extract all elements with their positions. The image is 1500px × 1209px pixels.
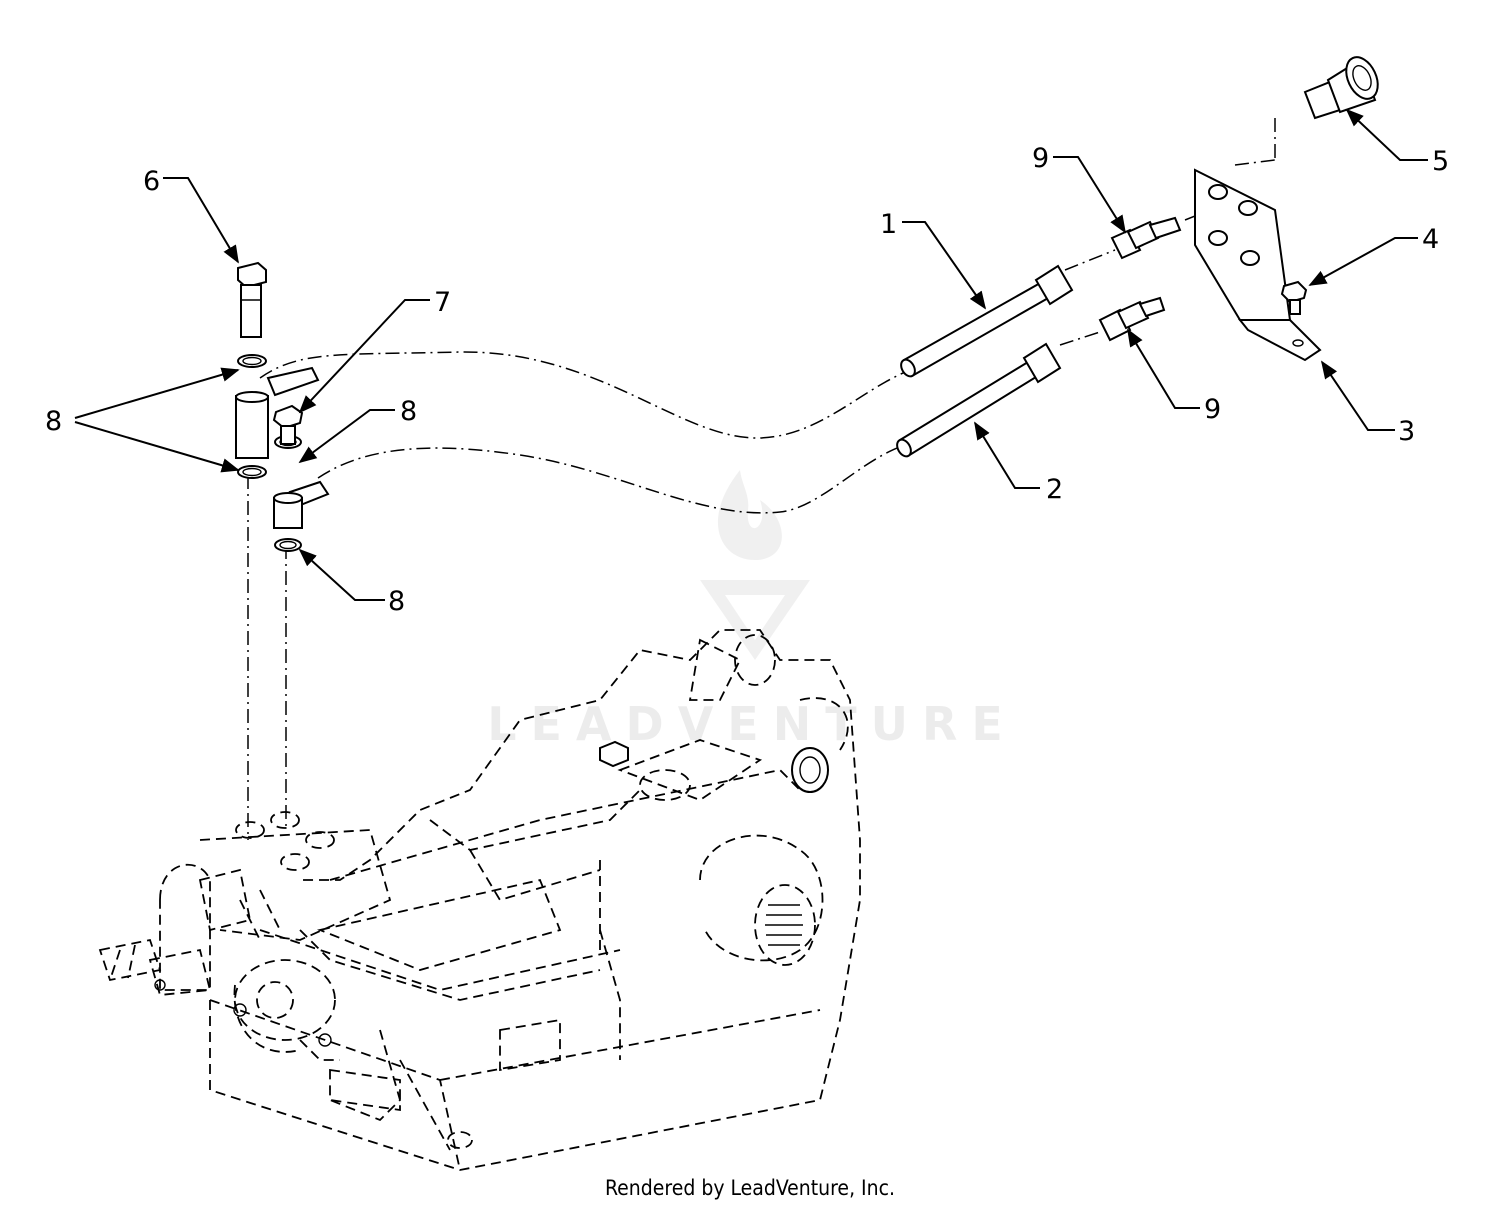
watermark-v-icon: [700, 580, 810, 660]
callout-labels: 6 7 8 8 8 1 2 9 9 5 4 3: [45, 143, 1449, 617]
callout-3: 3: [1398, 416, 1415, 447]
callout-2: 2: [1046, 474, 1063, 505]
part-1-hose: [900, 264, 1074, 378]
callout-1: 1: [880, 209, 897, 240]
watermark-flame-icon: [717, 470, 782, 560]
callout-9-upper: 9: [1032, 143, 1049, 174]
part-9-fittings: [1098, 216, 1182, 342]
callout-4: 4: [1422, 224, 1439, 255]
part-4-bolt: [1280, 280, 1308, 315]
callout-8-left: 8: [45, 406, 62, 437]
part-3-bracket: [1194, 168, 1322, 362]
housing-fitting: [599, 740, 829, 793]
callout-6: 6: [143, 166, 160, 197]
banjo-fitting-upper: [235, 366, 320, 459]
banjo-fitting-lower: [273, 480, 330, 529]
leader-lines: [74, 108, 1428, 601]
assembly-centerlines: [247, 118, 1276, 840]
part-2-hose: [896, 342, 1062, 458]
valve-block: [98, 811, 392, 1061]
callout-9-lower: 9: [1204, 394, 1221, 425]
part-5-coupler: [1303, 56, 1379, 120]
watermark-text: LEADVENTURE: [487, 697, 1017, 751]
callout-7: 7: [434, 287, 451, 318]
part-7-bolt: [272, 404, 304, 445]
callout-8-lower: 8: [388, 586, 405, 617]
part-6-hex-bolt: [237, 261, 267, 338]
footer-credit: Rendered by LeadVenture, Inc.: [605, 1176, 895, 1200]
hose-routing: [259, 209, 1211, 514]
callout-8-mid: 8: [400, 396, 417, 427]
transmission-housing: [209, 629, 861, 1171]
callout-5: 5: [1432, 146, 1449, 177]
